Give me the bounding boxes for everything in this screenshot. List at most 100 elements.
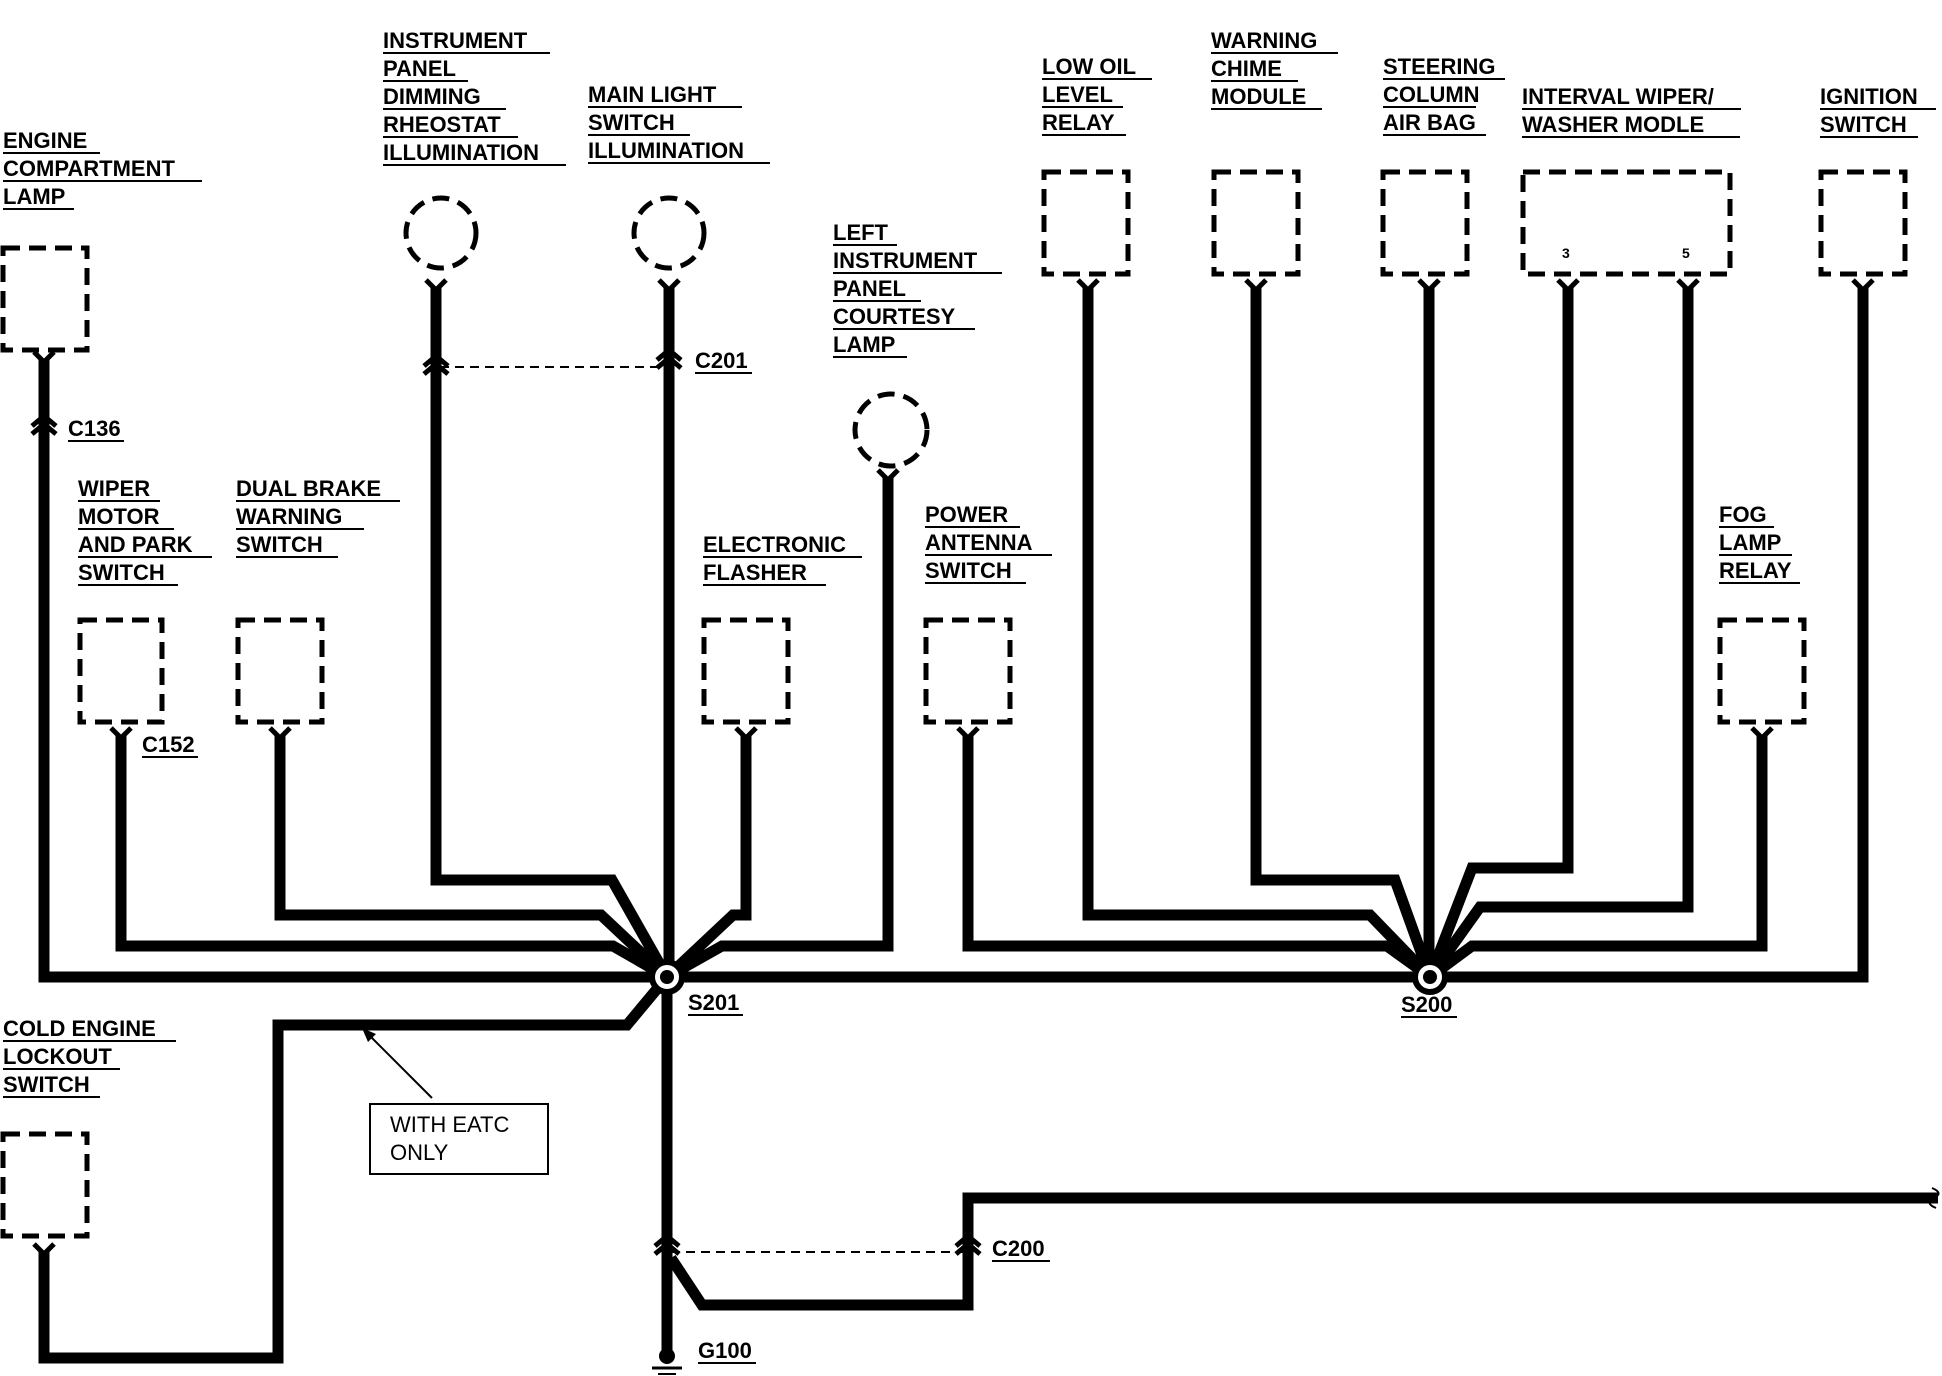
- fog-lamp-relay-box: [1717, 617, 1807, 725]
- svg-text:SWITCH: SWITCH: [236, 532, 323, 557]
- component-outlines: [0, 169, 1908, 1239]
- svg-text:LEFT: LEFT: [833, 220, 889, 245]
- terminal-wiper-5: [1676, 278, 1700, 294]
- warning-chime-module-box: [1211, 169, 1301, 277]
- label-fog-lamp-relay: FOG LAMP RELAY: [1719, 502, 1800, 584]
- svg-text:SWITCH: SWITCH: [588, 110, 675, 135]
- label-engine-compartment-lamp: ENGINE COMPARTMENT LAMP: [3, 128, 202, 210]
- svg-text:COURTESY: COURTESY: [833, 304, 956, 329]
- terminal-wiper-motor: [109, 726, 133, 742]
- label-ignition-switch: IGNITION SWITCH: [1820, 84, 1936, 138]
- wire-wiper-pin5: [1425, 287, 1694, 981]
- svg-text:ENGINE: ENGINE: [3, 128, 87, 153]
- wiper-motor-park-switch-box: [77, 617, 165, 725]
- svg-text:COLUMN: COLUMN: [1383, 82, 1480, 107]
- labels: ENGINE COMPARTMENT LAMP INSTRUMENT PANEL…: [3, 28, 1936, 1364]
- svg-text:C152: C152: [142, 732, 195, 757]
- svg-text:STEERING: STEERING: [1383, 54, 1495, 79]
- svg-text:ELECTRONIC: ELECTRONIC: [703, 532, 846, 557]
- connector-c201-dimming-mark: [422, 352, 450, 376]
- left-ip-courtesy-lamp-bulb: [852, 391, 930, 469]
- terminal-dual-brake: [268, 726, 292, 742]
- label-dual-brake-warning-switch: DUAL BRAKE WARNING SWITCH: [236, 476, 400, 558]
- wire-fog-lamp: [1426, 735, 1768, 982]
- eatc-note-arrowhead: [362, 1028, 376, 1042]
- svg-text:C200: C200: [992, 1236, 1045, 1261]
- svg-text:S200: S200: [1401, 992, 1452, 1017]
- connector-c200-label: C200: [992, 1236, 1050, 1262]
- splice-s200-label: S200: [1401, 992, 1457, 1018]
- svg-text:RELAY: RELAY: [1719, 558, 1792, 583]
- svg-text:LOCKOUT: LOCKOUT: [3, 1044, 112, 1069]
- wire-wiper-motor: [115, 735, 670, 982]
- ignition-switch-box: [1818, 169, 1908, 277]
- instrument-panel-dimming-bulb: [403, 195, 479, 271]
- terminal-low-oil: [1076, 278, 1100, 294]
- terminal-flasher: [734, 726, 758, 742]
- label-interval-wiper-module: INTERVAL WIPER/ WASHER MODLE: [1522, 84, 1741, 138]
- connector-c136-label: C136: [68, 416, 124, 442]
- terminal-marks: [30, 278, 1875, 1258]
- svg-text:C201: C201: [695, 348, 748, 373]
- svg-text:SWITCH: SWITCH: [1820, 112, 1907, 137]
- label-power-antenna-switch: POWER ANTENNA SWITCH: [925, 502, 1052, 584]
- wire-wiper-pin3: [1424, 287, 1574, 979]
- low-oil-level-relay-box: [1041, 169, 1131, 277]
- wire-dual-brake: [274, 735, 671, 982]
- eatc-note-arrow-line: [367, 1033, 433, 1099]
- terminal-cold-engine: [32, 1242, 56, 1258]
- svg-text:WARNING: WARNING: [1211, 28, 1317, 53]
- svg-text:MODULE: MODULE: [1211, 84, 1306, 109]
- terminal-dimming: [424, 278, 448, 294]
- engine-compartment-lamp-box: [0, 245, 90, 353]
- terminal-chime: [1244, 278, 1268, 294]
- svg-text:RHEOSTAT: RHEOSTAT: [383, 112, 501, 137]
- wire-power-antenna: [962, 735, 1434, 982]
- svg-text:POWER: POWER: [925, 502, 1008, 527]
- svg-text:CHIME: CHIME: [1211, 56, 1282, 81]
- eatc-note-line-2: ONLY: [390, 1140, 449, 1165]
- wire-continuation-break: [1928, 1187, 1940, 1209]
- wiper-module-pin-3: 3: [1562, 245, 1570, 261]
- label-electronic-flasher: ELECTRONIC FLASHER: [703, 532, 862, 586]
- svg-text:RELAY: RELAY: [1042, 110, 1115, 135]
- svg-text:IGNITION: IGNITION: [1820, 84, 1918, 109]
- svg-text:WIPER: WIPER: [78, 476, 150, 501]
- eatc-note-line-1: WITH EATC: [390, 1112, 509, 1137]
- svg-text:PANEL: PANEL: [833, 276, 906, 301]
- terminal-airbag: [1417, 278, 1441, 294]
- wires: [38, 287, 1938, 1364]
- svg-text:COLD ENGINE: COLD ENGINE: [3, 1016, 156, 1041]
- svg-text:LOW OIL: LOW OIL: [1042, 54, 1136, 79]
- label-instrument-panel-dimming: INSTRUMENT PANEL DIMMING RHEOSTAT ILLUMI…: [383, 28, 566, 166]
- cold-engine-lockout-switch-box: [0, 1131, 90, 1239]
- svg-text:C136: C136: [68, 416, 121, 441]
- connector-c152-label: C152: [142, 732, 198, 758]
- ground-g100-label: G100: [698, 1338, 756, 1364]
- wire-warning-chime: [1250, 287, 1436, 979]
- label-warning-chime-module: WARNING CHIME MODULE: [1211, 28, 1338, 110]
- svg-text:LAMP: LAMP: [3, 184, 65, 209]
- svg-text:COMPARTMENT: COMPARTMENT: [3, 156, 175, 181]
- svg-text:LEVEL: LEVEL: [1042, 82, 1113, 107]
- terminal-wiper-3: [1556, 278, 1580, 294]
- svg-text:AIR BAG: AIR BAG: [1383, 110, 1476, 135]
- terminal-courtesy: [876, 468, 900, 484]
- svg-text:LAMP: LAMP: [833, 332, 895, 357]
- splice-s200: [1412, 959, 1448, 995]
- svg-text:ANTENNA: ANTENNA: [925, 530, 1033, 555]
- svg-text:INSTRUMENT: INSTRUMENT: [833, 248, 978, 273]
- svg-text:FLASHER: FLASHER: [703, 560, 807, 585]
- svg-text:LAMP: LAMP: [1719, 530, 1781, 555]
- label-low-oil-level-relay: LOW OIL LEVEL RELAY: [1042, 54, 1152, 136]
- svg-text:FOG: FOG: [1719, 502, 1767, 527]
- wire-cold-engine: [38, 973, 672, 1364]
- svg-text:ILLUMINATION: ILLUMINATION: [383, 140, 539, 165]
- svg-text:S201: S201: [688, 990, 739, 1015]
- svg-text:DUAL BRAKE: DUAL BRAKE: [236, 476, 381, 501]
- splice-s201: [649, 959, 685, 995]
- connector-c200-loop-mark: [954, 1232, 982, 1256]
- label-main-light-switch: MAIN LIGHT SWITCH ILLUMINATION: [588, 82, 770, 164]
- ground-g100-symbol: [652, 1348, 682, 1375]
